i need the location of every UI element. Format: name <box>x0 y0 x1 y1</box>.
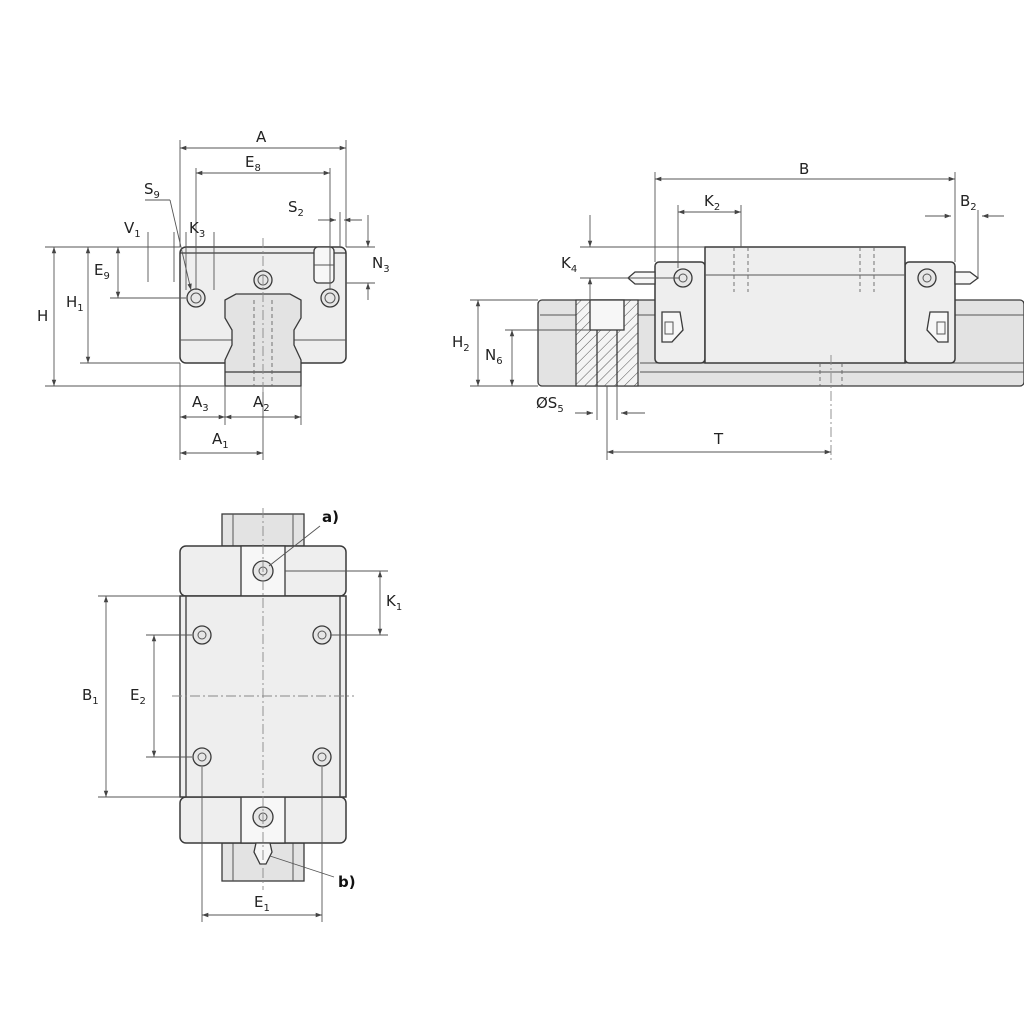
label-S9: S9 <box>144 180 160 201</box>
nipple-right <box>954 271 980 285</box>
label-N6: N6 <box>485 346 503 367</box>
label-V1: V1 <box>124 219 141 240</box>
mount-hole-bl <box>192 747 212 767</box>
rail-profile <box>224 293 302 387</box>
label-S5: ØS5 <box>536 394 564 415</box>
label-H1: H1 <box>66 293 84 314</box>
mount-hole-tl <box>192 625 212 645</box>
callout-b: b) <box>338 873 356 891</box>
label-H2: H2 <box>452 333 470 354</box>
label-E1: E1 <box>254 893 270 914</box>
label-E9: E9 <box>94 261 110 282</box>
label-S2: S2 <box>288 198 304 219</box>
label-E8: E8 <box>245 153 261 174</box>
label-A3: A3 <box>192 393 209 414</box>
top-view <box>98 508 388 922</box>
label-K3: K3 <box>189 219 205 240</box>
label-E2: E2 <box>130 686 146 707</box>
label-B1: B1 <box>82 686 99 707</box>
label-K2: K2 <box>704 192 720 213</box>
label-A1: A1 <box>212 430 229 451</box>
mount-hole-tr <box>312 625 332 645</box>
side-view <box>470 172 1024 460</box>
mount-hole-br <box>312 747 332 767</box>
counterbore <box>589 299 625 331</box>
label-B2: B2 <box>960 192 977 213</box>
front-view <box>45 140 375 460</box>
label-B: B <box>799 160 809 178</box>
label-A2: A2 <box>253 393 270 414</box>
label-N3: N3 <box>372 254 390 275</box>
ball-right <box>320 288 340 308</box>
label-T: T <box>713 430 724 448</box>
label-K4: K4 <box>561 254 577 275</box>
label-K1: K1 <box>386 592 402 613</box>
side-carriage <box>704 246 906 364</box>
lube-port-right <box>917 268 937 288</box>
label-H: H <box>37 307 48 325</box>
ball-left <box>186 288 206 308</box>
callout-a: a) <box>322 508 339 526</box>
label-A: A <box>256 128 267 146</box>
